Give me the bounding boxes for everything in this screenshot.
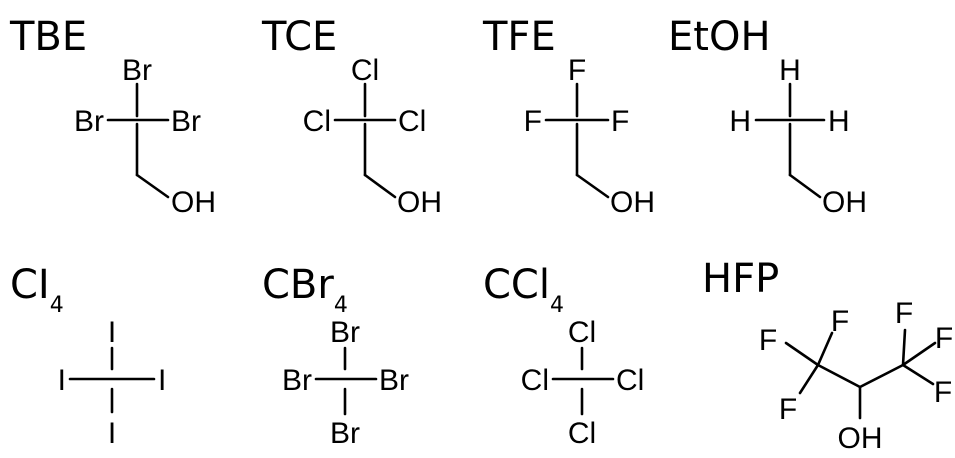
atom-right-tce: Cl (398, 105, 426, 138)
atom-top-ci4: I (108, 316, 116, 349)
atom-right-ccl4: Cl (616, 364, 644, 397)
atom-right-tfe: F (611, 105, 629, 138)
molecule-tce: TCE Cl Cl Cl OH (261, 14, 442, 219)
atom-top-tce: Cl (351, 54, 379, 87)
label-sub-cbr4: 4 (334, 293, 348, 318)
label-main-cbr4: CBr (262, 262, 334, 308)
molecule-label-ccl4: CCl4 (483, 262, 564, 318)
atom-top-ccl4: Cl (568, 316, 596, 349)
atom-top-etoh: H (779, 54, 801, 87)
molecule-hfp: HFP F F F F F F OH (702, 256, 953, 455)
atom-oh-tbe: OH (171, 186, 216, 219)
atom-right-tbe: Br (171, 105, 201, 138)
atom-left-tfe: F (524, 105, 542, 138)
atom-right-etoh: H (828, 105, 850, 138)
atom-left-ccl4: Cl (521, 364, 549, 397)
atom-left-ci4: I (58, 364, 66, 397)
label-sub-ccl4: 4 (550, 293, 564, 318)
molecule-label-tfe: TFE (482, 14, 556, 60)
atom-f3-hfp: F (779, 393, 797, 426)
molecule-label-etoh: EtOH (668, 14, 771, 60)
molecule-ci4: CI4 I I I I (10, 262, 166, 450)
atom-oh-etoh: OH (822, 186, 867, 219)
label-sub-ci4: 4 (50, 293, 64, 318)
molecule-label-ci4: CI4 (10, 262, 64, 318)
atom-top-tfe: F (568, 54, 586, 87)
molecule-etoh: EtOH H H H OH (668, 14, 867, 219)
atom-bottom-ci4: I (108, 417, 116, 450)
atom-left-tbe: Br (74, 105, 104, 138)
atom-oh-tce: OH (397, 186, 442, 219)
atom-f5-hfp: F (935, 322, 953, 355)
atom-f4-hfp: F (895, 297, 913, 330)
atom-right-ci4: I (158, 364, 166, 397)
molecule-label-tbe: TBE (9, 14, 87, 60)
atom-oh-tfe: OH (610, 186, 655, 219)
atom-bottom-cbr4: Br (330, 417, 360, 450)
molecule-tbe: TBE Br Br Br OH (9, 14, 216, 219)
atom-top-tbe: Br (122, 54, 152, 87)
label-main-ccl4: CCl (483, 262, 550, 308)
atom-f1-hfp: F (831, 305, 849, 338)
atom-top-cbr4: Br (330, 316, 360, 349)
atom-oh-hfp: OH (838, 422, 883, 455)
atom-bottom-ccl4: Cl (568, 417, 596, 450)
molecule-label-cbr4: CBr4 (262, 262, 348, 318)
molecule-cbr4: CBr4 Br Br Br Br (262, 262, 409, 450)
atom-f2-hfp: F (759, 324, 777, 357)
atom-left-cbr4: Br (282, 364, 312, 397)
atom-left-etoh: H (729, 105, 751, 138)
atom-f6-hfp: F (934, 376, 952, 409)
label-main-ci4: CI (10, 262, 50, 308)
atom-left-tce: Cl (303, 105, 331, 138)
molecule-tfe: TFE F F F OH (482, 14, 655, 219)
molecule-label-hfp: HFP (702, 256, 779, 302)
molecule-ccl4: CCl4 Cl Cl Cl Cl (483, 262, 644, 450)
atom-right-cbr4: Br (379, 364, 409, 397)
molecule-label-tce: TCE (261, 14, 337, 60)
